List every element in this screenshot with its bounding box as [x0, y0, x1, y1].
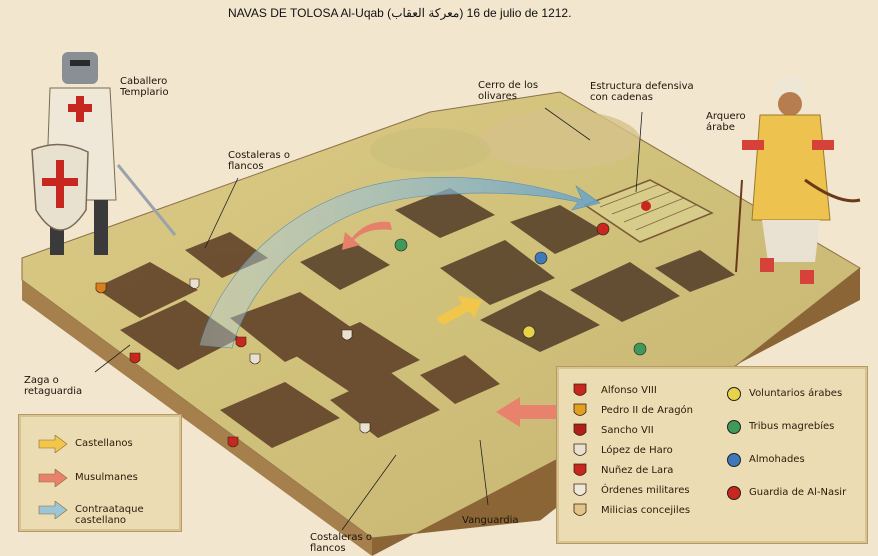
diagram-title: NAVAS DE TOLOSA Al-Uqab (معركة العقاب) 1… — [228, 6, 572, 20]
muslim-arrow-right — [496, 397, 556, 427]
legend-commander-label: Órdenes militares — [601, 485, 690, 496]
legend-faction-label: Almohades — [749, 454, 805, 465]
legend-commander-label: Alfonso VIII — [601, 385, 657, 396]
muslim-arrow-top — [342, 221, 392, 250]
label-costaleras-top: Costaleras o flancos — [228, 150, 291, 172]
yellow-crescent-icon — [727, 387, 741, 401]
cross-shield-icon — [573, 483, 587, 496]
red-crescent-icon — [727, 486, 741, 500]
castilian-troops — [95, 232, 500, 448]
legend-arrow-icon — [38, 501, 68, 519]
navarre-shield-icon — [573, 423, 587, 436]
haro-shield-icon — [573, 443, 587, 456]
legend-army-label: Contraataque castellano — [75, 504, 144, 526]
militia-shield-icon — [573, 503, 587, 516]
counterattack-arrow — [199, 177, 601, 349]
legend-faction-label: Guardia de Al-Nasir — [749, 487, 847, 498]
terrain-side-left — [22, 258, 372, 556]
legend-commander-label: Pedro II de Aragón — [601, 405, 694, 416]
aragon-shield-icon — [573, 403, 587, 416]
muslim-troops — [300, 188, 735, 352]
field-crescents — [394, 201, 651, 356]
legend-commander-label: López de Haro — [601, 445, 673, 456]
label-caballero-templario: Caballero Templario — [120, 76, 169, 98]
castilian-arrow — [436, 296, 482, 325]
legend-faction-label: Voluntarios árabes — [749, 388, 843, 399]
legend-commander-label: Sancho VII — [601, 425, 654, 436]
legend-faction-label: Tribus magrebíes — [749, 421, 835, 432]
legend-army-label: Musulmanes — [75, 472, 138, 483]
legend-commander-label: Milicias concejiles — [601, 505, 691, 516]
legend-arrow-icon — [38, 469, 68, 487]
label-arquero-arabe: Arquero árabe — [706, 111, 746, 133]
chain-defense-structure — [583, 179, 714, 243]
label-vanguardia: Vanguardia — [462, 515, 519, 526]
arab-archer-figure — [735, 76, 861, 284]
templar-knight-figure — [31, 52, 177, 255]
label-cerro-olivares: Cerro de los olivares — [478, 80, 539, 102]
label-estructura-defensiva: Estructura defensiva con cadenas — [590, 81, 694, 103]
legend-arrow-icon — [38, 435, 68, 453]
green-crescent-icon — [727, 420, 741, 434]
legend-commander-label: Nuñez de Lara — [601, 465, 674, 476]
leader-lines — [94, 107, 643, 531]
field-shields — [95, 278, 371, 448]
blue-crescent-icon — [727, 453, 741, 467]
castile-shield-icon — [573, 383, 587, 396]
lara-shield-icon — [573, 463, 587, 476]
legend-army-label: Castellanos — [75, 438, 133, 449]
label-costaleras-bottom: Costaleras o flancos — [310, 532, 373, 554]
label-zaga: Zaga o retaguardia — [24, 375, 83, 397]
